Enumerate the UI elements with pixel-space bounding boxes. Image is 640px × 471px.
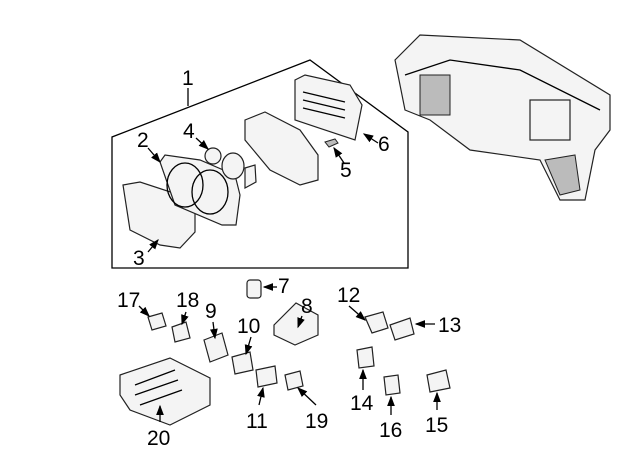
callout-2: 2 bbox=[137, 129, 149, 152]
callout-16: 16 bbox=[379, 419, 402, 442]
assembly-bracket bbox=[111, 59, 409, 269]
callout-8: 8 bbox=[301, 295, 313, 318]
callout-11: 11 bbox=[246, 410, 268, 433]
callout-13: 13 bbox=[438, 314, 461, 337]
switch-parts bbox=[119, 279, 451, 426]
callout-19: 19 bbox=[305, 410, 328, 433]
callout-17: 17 bbox=[117, 289, 140, 312]
callout-20: 20 bbox=[147, 427, 170, 450]
callout-9: 9 bbox=[205, 300, 217, 323]
cluster-parts bbox=[122, 74, 363, 249]
callout-18: 18 bbox=[176, 289, 199, 312]
callout-7: 7 bbox=[278, 275, 290, 298]
callout-3: 3 bbox=[133, 247, 145, 270]
callout-6: 6 bbox=[378, 133, 390, 156]
callout-10: 10 bbox=[237, 315, 260, 338]
callout-5: 5 bbox=[340, 159, 352, 182]
callout-1: 1 bbox=[182, 67, 194, 90]
callout-15: 15 bbox=[425, 414, 448, 437]
callout-4: 4 bbox=[183, 120, 195, 143]
leader-lines bbox=[138, 133, 441, 422]
callout-14: 14 bbox=[350, 392, 374, 415]
dashboard-illustration bbox=[394, 34, 611, 201]
callout-12: 12 bbox=[337, 284, 360, 307]
